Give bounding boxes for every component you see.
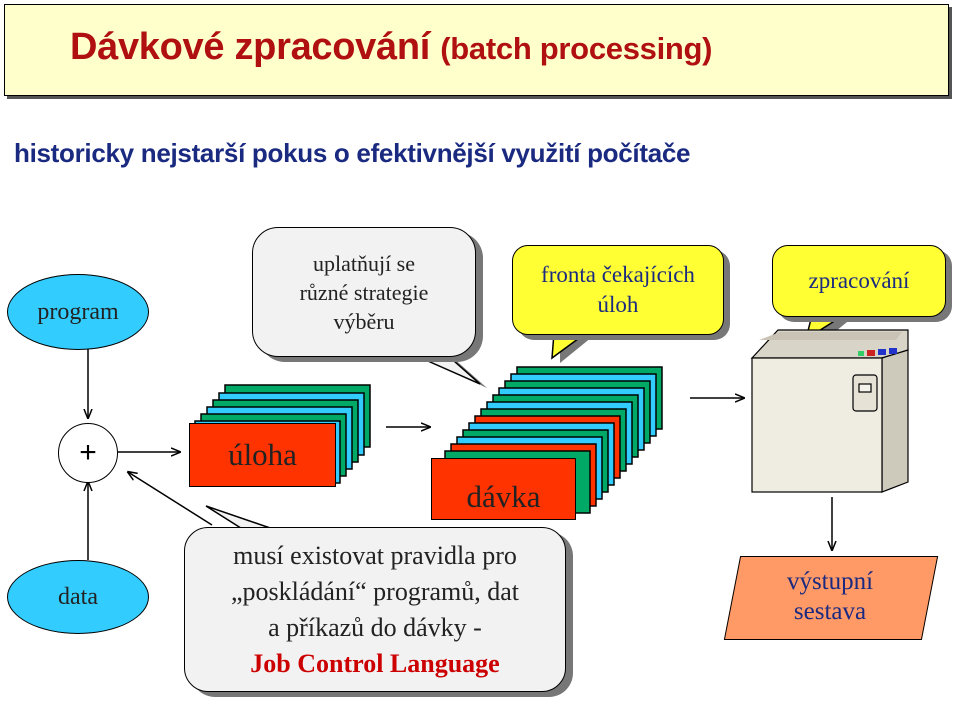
batch-card-top: dávka <box>431 458 576 520</box>
output-line: výstupní <box>787 567 873 597</box>
strategy-callout-tail <box>412 354 480 384</box>
strategy-line: výběru <box>300 307 429 336</box>
strategy-line: uplatňují se <box>300 249 429 278</box>
queue-line: fronta čekajících <box>541 260 695 290</box>
rules-line: „poskládání“ programů, dat <box>231 574 519 610</box>
data-label: data <box>58 584 98 611</box>
data-ellipse: data <box>7 560 149 634</box>
batch-label: dávka <box>466 479 540 515</box>
rules-jcl: Job Control Language <box>231 646 519 682</box>
program-label: program <box>37 299 118 326</box>
program-ellipse: program <box>7 274 149 350</box>
processing-label: zpracování <box>809 268 910 294</box>
plus-symbol: + <box>79 436 97 470</box>
queue-callout: fronta čekajících úloh <box>512 245 724 335</box>
queue-line: úloh <box>541 290 695 320</box>
strategy-callout: uplatňují se různé strategie výběru <box>252 227 476 357</box>
rules-callout: musí existovat pravidla pro „poskládání“… <box>184 527 566 692</box>
computer-icon <box>752 330 908 492</box>
job-label: úloha <box>228 437 297 473</box>
rules-line: musí existovat pravidla pro <box>231 538 519 574</box>
plus-circle: + <box>58 423 118 483</box>
output-label: výstupní sestava <box>732 556 928 638</box>
rules-line: a příkazů do dávky - <box>231 610 519 646</box>
strategy-line: různé strategie <box>300 278 429 307</box>
job-card-top: úloha <box>189 423 336 487</box>
output-line: sestava <box>787 597 873 627</box>
processing-callout: zpracování <box>772 245 946 317</box>
